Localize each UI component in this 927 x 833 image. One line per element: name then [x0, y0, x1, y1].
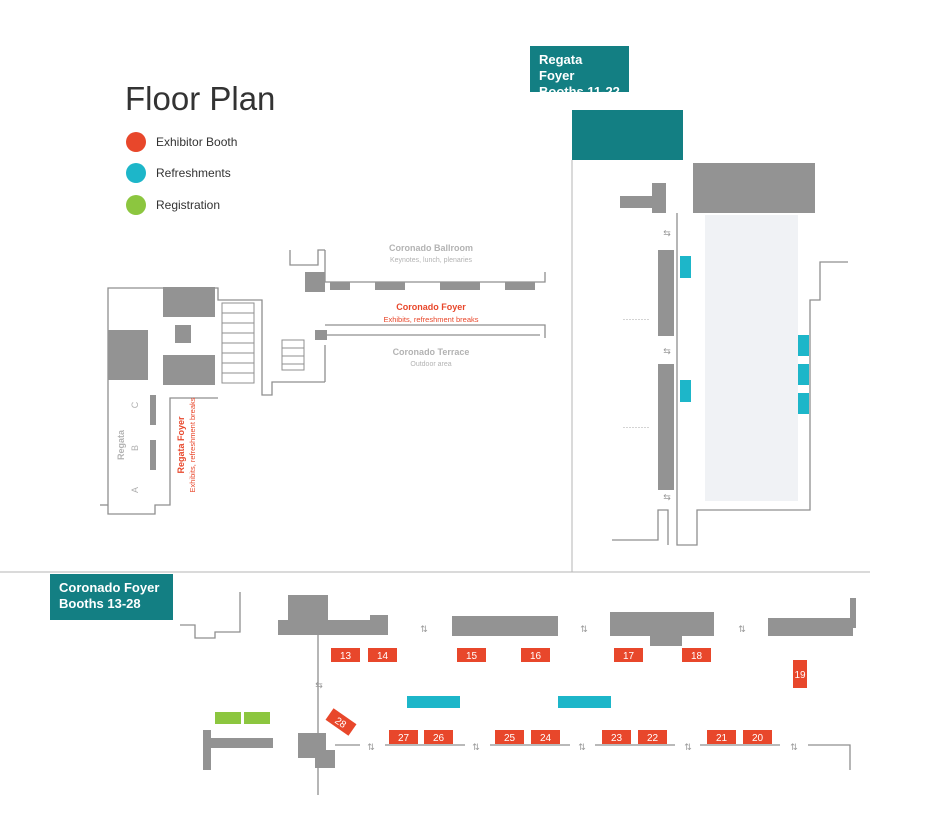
svg-text:23: 23	[611, 733, 623, 744]
regata-foyer-label: Regata Foyer	[176, 416, 186, 474]
legend-swatch-refreshments	[126, 163, 146, 183]
booth-25[interactable]: 25	[495, 730, 524, 744]
coronado-arrow: ⇅	[367, 743, 375, 753]
regata-dots-1: ·········	[623, 314, 650, 324]
coronado-arrow: ⇅	[790, 743, 798, 753]
booth-27[interactable]: 27	[389, 730, 418, 744]
svg-text:21: 21	[716, 733, 728, 744]
legend-swatch-registration	[126, 195, 146, 215]
regata-arrow-1: ⇆	[663, 229, 671, 239]
coronado-ballroom-label: Coronado Ballroom	[389, 243, 473, 253]
svg-text:20: 20	[752, 733, 764, 744]
coronado-arrow: ⇅	[738, 625, 746, 635]
regata-hall-area	[705, 215, 798, 501]
booth-14[interactable]: 14	[368, 648, 397, 662]
booth-16[interactable]: 16	[521, 648, 550, 662]
svg-text:19: 19	[794, 670, 806, 681]
svg-text:16: 16	[530, 651, 542, 662]
booth-19[interactable]: 19	[793, 660, 807, 688]
svg-text:22: 22	[647, 733, 659, 744]
refreshment-station	[798, 335, 809, 356]
regata-entrance-block	[572, 110, 683, 160]
coronado-foyer-banner: Coronado Foyer Booths 13-28	[50, 574, 173, 620]
refreshment-station	[798, 364, 809, 385]
regata-section-c: C	[130, 401, 140, 408]
coronado-arrow: ⇆	[315, 681, 323, 691]
booth-15[interactable]: 15	[457, 648, 486, 662]
svg-text:14: 14	[377, 651, 389, 662]
svg-text:24: 24	[540, 733, 552, 744]
legend-label-refreshments: Refreshments	[156, 166, 231, 180]
legend-label-booth: Exhibitor Booth	[156, 135, 237, 149]
coronado-arrow: ⇅	[420, 625, 428, 635]
coronado-foyer-label: Coronado Foyer	[396, 302, 466, 312]
svg-text:26: 26	[433, 733, 445, 744]
booth-23[interactable]: 23	[602, 730, 631, 744]
coronado-foyer-sub: Exhibits, refreshment breaks	[383, 315, 478, 324]
regata-dots-2: ·········	[623, 422, 650, 432]
coronado-arrow: ⇅	[580, 625, 588, 635]
refreshment-station	[407, 696, 460, 708]
svg-text:13: 13	[340, 651, 352, 662]
coronado-ballroom-sub: Keynotes, lunch, plenaries	[390, 257, 473, 264]
legend-label-registration: Registration	[156, 198, 220, 212]
booth-20[interactable]: 20	[743, 730, 772, 744]
coronado-banner-line2: Booths 13-28	[59, 596, 141, 611]
booth-26[interactable]: 26	[424, 730, 453, 744]
overview-plan: Coronado Ballroom Keynotes, lunch, plena…	[100, 243, 546, 515]
coronado-arrow: ⇅	[472, 743, 480, 753]
stairs-icon	[221, 302, 305, 384]
svg-text:15: 15	[466, 651, 478, 662]
coronado-terrace-sub: Outdoor area	[410, 361, 451, 368]
regata-foyer-sub: Exhibits, refreshment breaks	[188, 397, 197, 492]
svg-text:18: 18	[691, 651, 703, 662]
regata-section-b: B	[130, 445, 140, 451]
regata-section-a: A	[130, 487, 140, 493]
refreshment-station	[680, 256, 691, 278]
legend-swatch-booth	[126, 132, 146, 152]
regata-room-label: Regata	[116, 429, 126, 460]
booth-13[interactable]: 13	[331, 648, 360, 662]
booth-17[interactable]: 17	[614, 648, 643, 662]
coronado-terrace-label: Coronado Terrace	[393, 347, 470, 357]
booth-24[interactable]: 24	[531, 730, 560, 744]
refreshment-station	[798, 393, 809, 414]
svg-text:17: 17	[623, 651, 635, 662]
svg-text:27: 27	[398, 733, 410, 744]
regata-arrow-2: ⇆	[663, 347, 671, 357]
legend: Exhibitor Booth Refreshments Registratio…	[126, 132, 237, 215]
booth-28[interactable]: 28	[325, 708, 357, 736]
booth-22[interactable]: 22	[638, 730, 667, 744]
coronado-arrow: ⇅	[578, 743, 586, 753]
registration-desk	[215, 712, 241, 724]
regata-foyer-banner: Regata Foyer Booths 11-22	[530, 46, 629, 99]
coronado-arrow: ⇅	[684, 743, 692, 753]
registration-desk	[244, 712, 270, 724]
regata-banner-line2: Booths 11-22	[539, 84, 620, 99]
refreshment-station	[558, 696, 611, 708]
coronado-banner-line1: Coronado Foyer	[59, 580, 160, 595]
booth-18[interactable]: 18	[682, 648, 711, 662]
regata-banner-line1: Regata Foyer	[539, 52, 583, 83]
page-title: Floor Plan	[125, 80, 275, 117]
regata-detail-plan: ⇆ ⇆ ⇆ ········· ·········	[572, 110, 848, 546]
regata-arrow-3: ⇆	[663, 493, 671, 503]
svg-text:25: 25	[504, 733, 516, 744]
booth-21[interactable]: 21	[707, 730, 736, 744]
coronado-detail-plan: ⇅ ⇅ ⇅ ⇆ ⇅ ⇅ ⇅ ⇅ ⇅ 13 14 15 16 17 18 19 2…	[180, 592, 856, 795]
refreshment-station	[680, 380, 691, 402]
